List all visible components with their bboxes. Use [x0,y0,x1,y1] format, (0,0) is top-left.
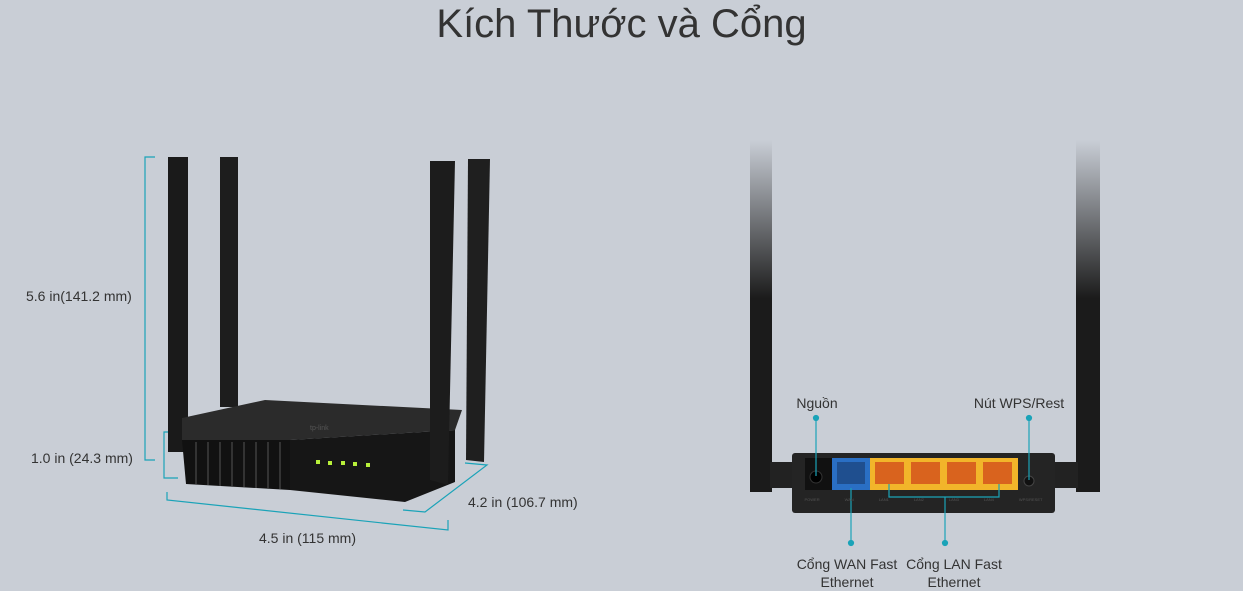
lan-port [875,462,904,484]
router-back [750,140,1100,513]
router-top [182,400,462,440]
depth-label: 4.2 in (106.7 mm) [468,494,578,510]
port-markings: POWER WAN LAN1 LAN2 LAN3 LAN4 WPS/RESET [792,497,1055,502]
status-leds [316,460,370,467]
thickness-label: 1.0 in (24.3 mm) [31,450,133,466]
wps-reset-label: Nút WPS/Rest [973,395,1065,411]
port-marking: LAN4 [983,497,994,502]
antenna [1076,140,1100,492]
lan-port-label: Cổng LAN Fast Ethernet [906,555,1002,591]
wan-label-line1: Cổng WAN Fast [796,556,898,572]
wan-port-label: Cổng WAN Fast Ethernet [797,555,898,591]
router-front: tp-link [168,157,490,502]
power-label: Nguồn [796,395,838,411]
callout-lines [812,414,1033,547]
antenna [168,157,188,452]
port-marking: LAN1 [878,497,889,502]
width-label: 4.5 in (115 mm) [259,530,356,546]
port-marking: LAN2 [913,497,924,502]
antenna [430,161,455,485]
dimension-lines [144,156,489,531]
lan-label-line2: Ethernet [927,574,981,590]
brand-logo: tp-link [310,425,329,432]
antenna [750,140,772,492]
height-dimension-line [144,156,155,461]
wan-label-line2: Ethernet [820,574,874,590]
lan-port [947,462,976,484]
lan-port [983,462,1012,484]
lan-port [911,462,940,484]
antenna [220,157,238,407]
port-marking: LAN3 [948,497,959,502]
lan-label-line1: Cổng LAN Fast [906,556,1002,572]
port-marking: POWER [804,497,820,502]
depth-dimension-line [402,462,489,513]
router-fins [182,440,290,490]
width-dimension-line [166,492,449,531]
page-title: Kích Thước và Cổng [436,2,807,46]
port-marking: WPS/RESET [1018,497,1043,502]
port-marking: WAN [844,497,854,502]
router-front-panel [290,430,455,502]
antenna [466,159,490,462]
height-label: 5.6 in(141.2 mm) [26,288,132,304]
